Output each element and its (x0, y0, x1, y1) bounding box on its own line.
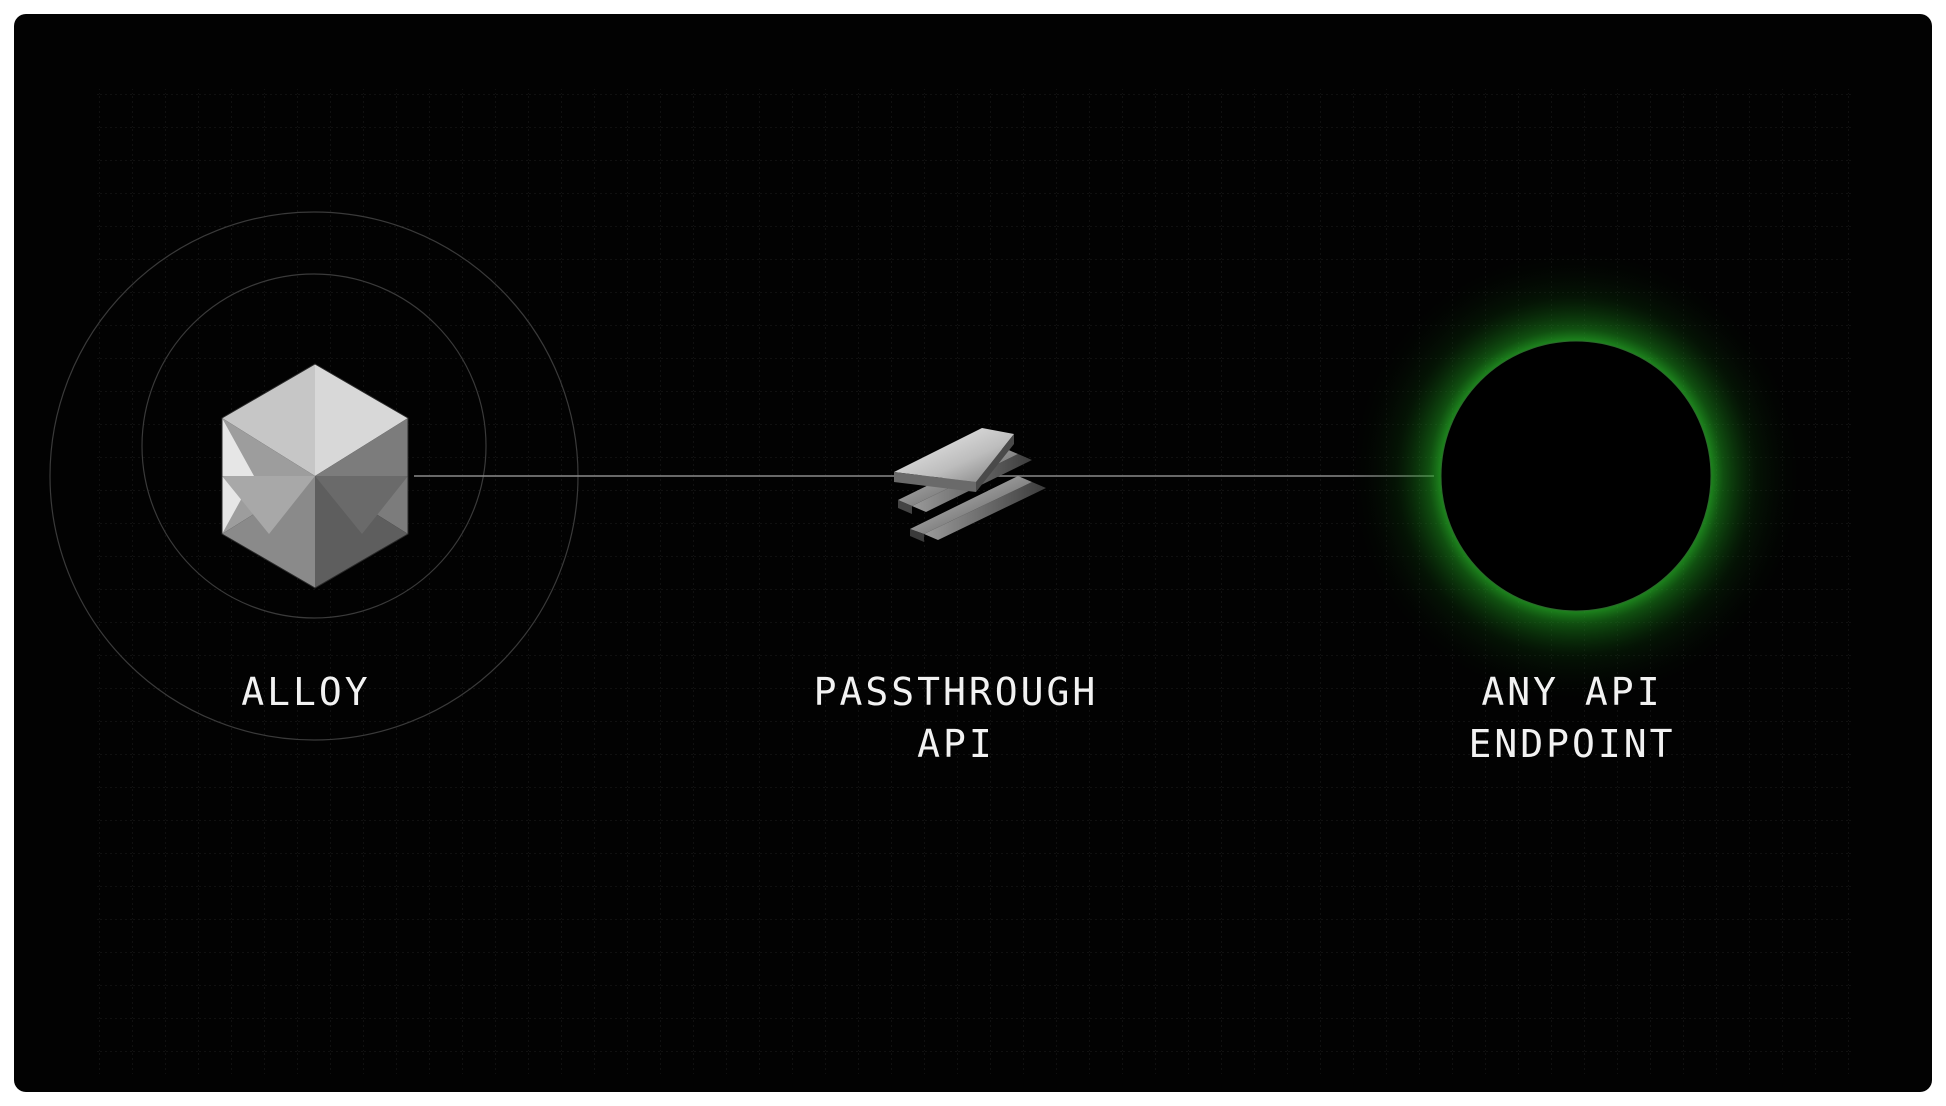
stacked-layers-icon (894, 428, 1046, 542)
endpoint-label-line1: ANY API (1481, 670, 1663, 714)
passthrough-label-line2: API (917, 722, 995, 766)
hexagon-gem-icon (221, 363, 409, 589)
diagram-scene (49, 89, 1854, 1074)
alloy-label: ALLOY (76, 666, 536, 718)
glowing-circle-icon (1346, 246, 1806, 706)
inner-ring (141, 273, 487, 619)
passthrough-label-line1: PASSTHROUGH (813, 670, 1099, 714)
alloy-label-text: ALLOY (241, 670, 371, 714)
any-api-endpoint-label: ANY API ENDPOINT (1342, 666, 1802, 770)
diagram-canvas: ALLOY PASSTHROUGH API ANY API ENDPOINT (14, 14, 1932, 1092)
passthrough-api-label: PASSTHROUGH API (726, 666, 1186, 770)
endpoint-label-line2: ENDPOINT (1468, 722, 1676, 766)
